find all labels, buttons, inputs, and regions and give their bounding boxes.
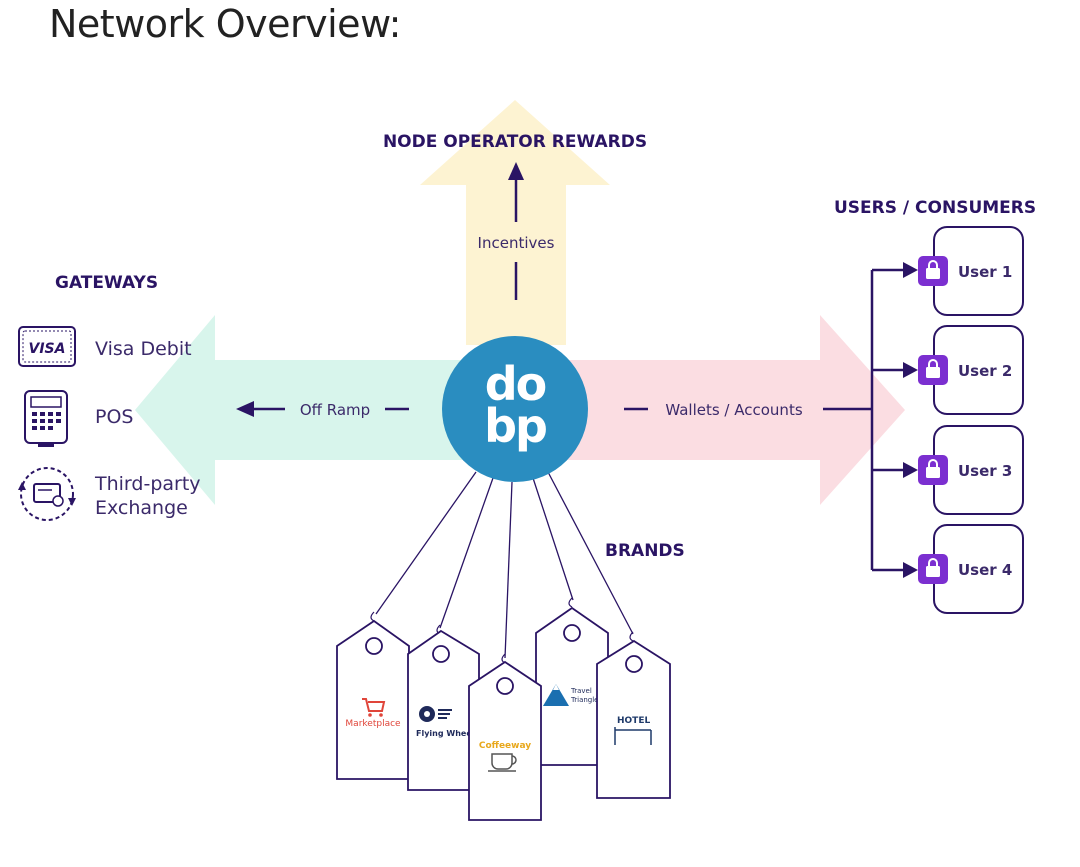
center-logo: do bp bbox=[442, 336, 588, 482]
wheel-icon bbox=[419, 706, 452, 722]
user-label: User 2 bbox=[958, 362, 1012, 380]
mountain-icon bbox=[543, 684, 569, 706]
off-ramp-label: Off Ramp bbox=[300, 401, 370, 419]
gateway-exchange: Third-party Exchange bbox=[18, 467, 201, 521]
gateway-visa-debit: VISA Visa Debit bbox=[18, 326, 192, 367]
brand-name: HOTEL bbox=[617, 716, 650, 726]
visa-badge: VISA bbox=[29, 341, 66, 357]
wallets-label: Wallets / Accounts bbox=[665, 401, 802, 419]
consumers-heading: USERS / CONSUMERS bbox=[834, 198, 1036, 218]
brand-tag-hotel: HOTEL bbox=[596, 631, 671, 799]
brand-tag-travel-triangle: Travel Triangle bbox=[535, 597, 609, 766]
exchange-icon bbox=[18, 467, 76, 521]
user-card-4: User 4 bbox=[872, 524, 1024, 614]
coffee-cup-icon bbox=[488, 753, 517, 772]
brand-name: Marketplace bbox=[345, 719, 401, 729]
incentives-label: Incentives bbox=[478, 234, 555, 252]
gateway-pos: POS bbox=[24, 390, 133, 447]
user-label: User 3 bbox=[958, 462, 1012, 480]
logo-line2: bp bbox=[484, 399, 546, 453]
brand-tag-marketplace: Marketplace bbox=[336, 611, 410, 780]
wallets-flow: Wallets / Accounts bbox=[624, 270, 874, 570]
lock-icon bbox=[926, 459, 940, 478]
user-label: User 4 bbox=[958, 561, 1012, 579]
gateway-label: Visa Debit bbox=[95, 338, 192, 360]
gateway-label-line2: Exchange bbox=[95, 497, 188, 519]
brands-heading: BRANDS bbox=[605, 541, 685, 561]
brand-tag-flying-wheels: Flying Whee bbox=[407, 624, 480, 791]
incentives-flow: Incentives bbox=[478, 162, 555, 300]
user-label: User 1 bbox=[958, 263, 1012, 281]
lock-icon bbox=[926, 260, 940, 279]
gateway-label-line1: Third-party bbox=[94, 473, 201, 495]
off-ramp-flow: Off Ramp bbox=[236, 401, 409, 419]
brand-strings bbox=[375, 471, 634, 659]
logo-line1: do bbox=[485, 357, 546, 411]
brand-name-line1: Travel bbox=[570, 687, 592, 695]
visa-card-icon: VISA bbox=[18, 326, 76, 367]
gateways-arrow bbox=[135, 315, 470, 505]
lock-icon bbox=[926, 558, 940, 577]
page-title: Network Overview: bbox=[49, 2, 401, 46]
user-card-2: User 2 bbox=[872, 325, 1024, 415]
user-card-1: User 1 bbox=[872, 226, 1024, 316]
rewards-arrow bbox=[420, 100, 610, 345]
consumers-arrow bbox=[560, 315, 905, 505]
user-card-3: User 3 bbox=[872, 425, 1024, 515]
rewards-heading: NODE OPERATOR REWARDS bbox=[383, 132, 647, 152]
pos-terminal-icon bbox=[24, 390, 68, 447]
gateways-heading: GATEWAYS bbox=[55, 273, 158, 293]
hotel-icon bbox=[614, 727, 652, 745]
lock-icon bbox=[926, 359, 940, 378]
shopping-cart-icon bbox=[362, 698, 386, 717]
gateway-label: POS bbox=[95, 406, 133, 428]
brand-tag-coffeeway: Coffeeway bbox=[468, 653, 542, 821]
brand-name: Coffeeway bbox=[479, 741, 531, 751]
brand-name: Flying Whee bbox=[416, 729, 472, 738]
brand-name-line2: Triangle bbox=[570, 696, 599, 704]
